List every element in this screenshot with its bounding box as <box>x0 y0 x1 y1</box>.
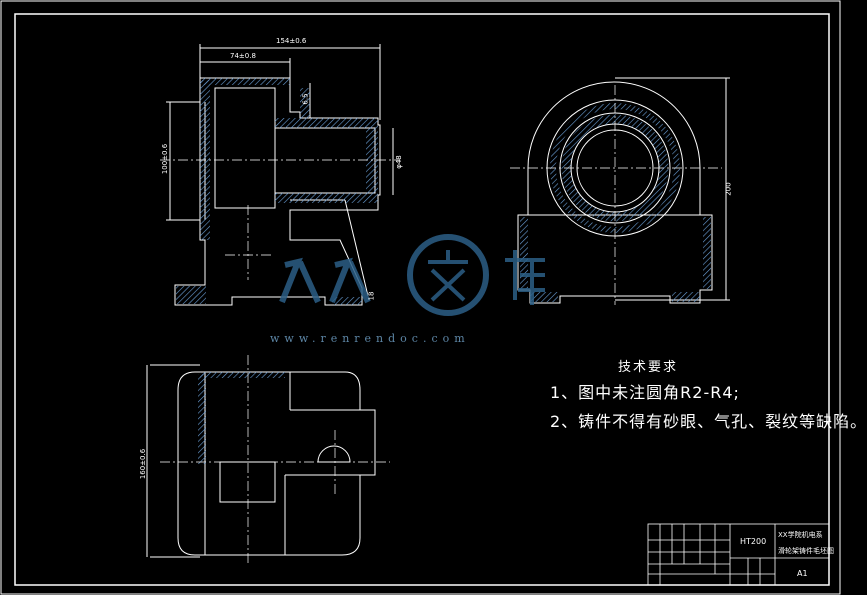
side-view <box>517 77 730 304</box>
title-block-material: HT200 <box>740 537 767 546</box>
top-view <box>146 364 376 558</box>
title-block-school: XX学院机电系 <box>778 531 823 539</box>
top-view-hatching <box>198 372 285 464</box>
watermark-logo <box>279 234 545 316</box>
side-view-hatching <box>520 103 711 302</box>
requirement-item-1: 1、图中未注圆角R2-R4; <box>550 383 740 402</box>
drawing-canvas <box>0 0 841 595</box>
dim-top-inner: 74±0.8 <box>230 52 256 60</box>
dim-side-height: 200 <box>724 182 733 196</box>
outer-border <box>0 0 841 595</box>
front-view-centerlines <box>160 159 400 280</box>
dim-wall-thickness: 6.5 <box>301 93 310 105</box>
requirements-title: 技术要求 <box>618 360 679 375</box>
dim-hub-bore: φ48 <box>394 155 403 169</box>
top-view-centerlines <box>160 355 390 565</box>
requirement-item-2: 2、铸件不得有砂眼、气孔、裂纹等缺陷。 <box>550 412 867 431</box>
title-block <box>647 523 830 586</box>
title-block-sheet-size: A1 <box>797 569 808 578</box>
side-view-centerlines <box>510 85 722 305</box>
dim-top-overall: 154±0.6 <box>276 37 307 45</box>
watermark-url: www.renrendoc.com <box>270 332 470 345</box>
front-view-hatching <box>176 78 378 305</box>
dim-left-height: 100±0.6 <box>161 143 170 175</box>
dim-base-thickness: 18 <box>367 291 376 301</box>
dim-bottom-width: 160±0.6 <box>139 448 148 480</box>
title-block-drawing-name: 滑轮架铸件毛坯图 <box>778 547 834 555</box>
inner-border <box>14 13 830 586</box>
